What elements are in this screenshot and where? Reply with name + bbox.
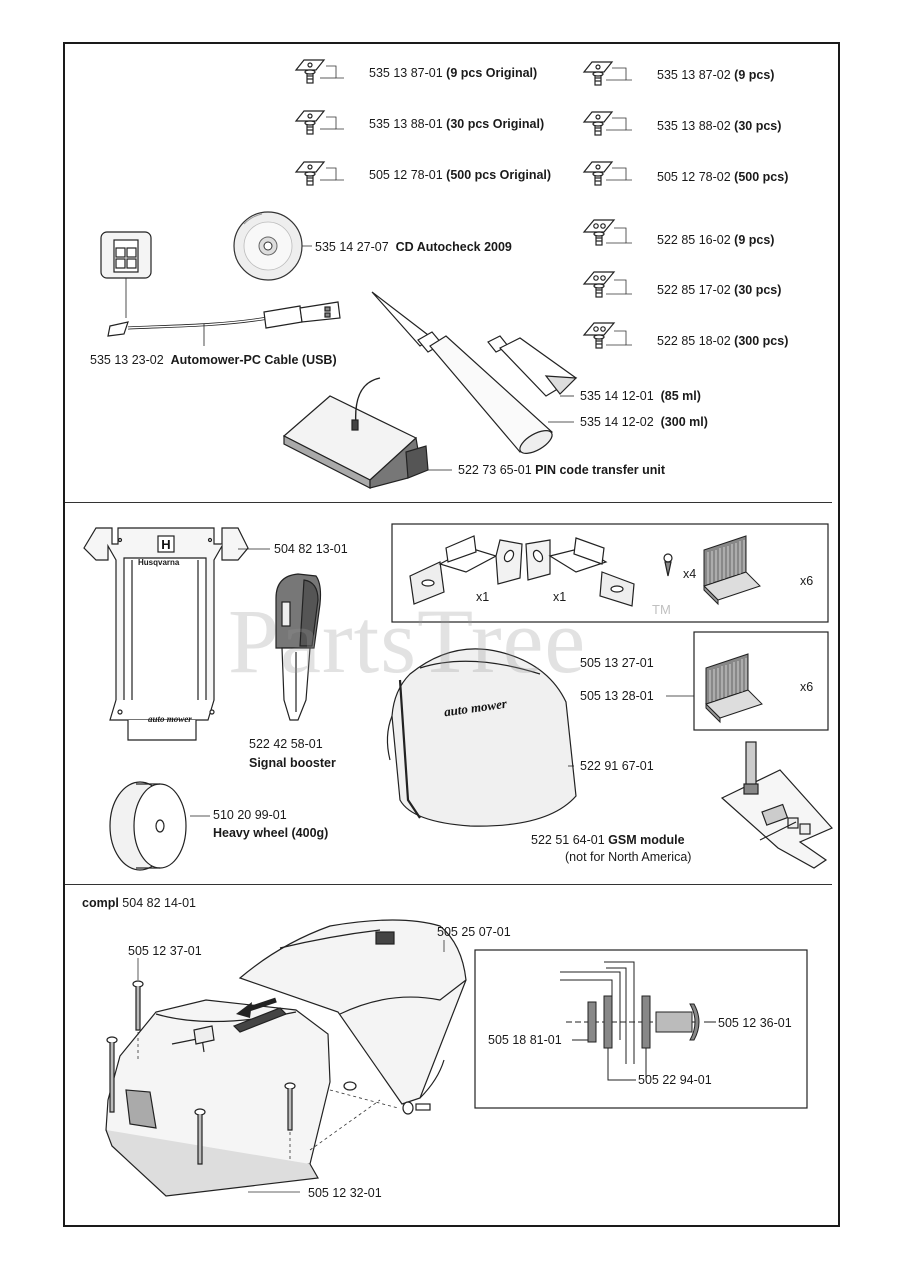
label-535-13-88-02: 535 13 88-02 (30 pcs) xyxy=(657,119,782,133)
section-divider-1 xyxy=(65,502,832,503)
label-cd-autocheck: 535 14 27-07 CD Autocheck 2009 xyxy=(315,240,512,254)
label-505-12-78-02: 505 12 78-02 (500 pcs) xyxy=(657,170,789,184)
label-heavy-wheel: Heavy wheel (400g) xyxy=(213,826,329,840)
label-grease-300ml: 535 14 12-02 (300 ml) xyxy=(580,415,708,429)
label-wall-hanger: 504 82 13-01 xyxy=(274,542,348,556)
label-bag: 522 91 67-01 xyxy=(580,759,654,773)
label-screw-36: 505 12 36-01 xyxy=(718,1016,792,1030)
label-gsm-note: (not for North America) xyxy=(565,850,692,864)
diagram-frame xyxy=(63,42,840,1227)
label-base: 505 12 32-01 xyxy=(308,1186,382,1200)
label-pin-unit: 522 73 65-01 PIN code transfer unit xyxy=(458,463,666,477)
qty-clip-left: x1 xyxy=(476,590,490,604)
grease-tubes-drawing xyxy=(371,291,578,454)
qty-clip-right: x1 xyxy=(553,590,567,604)
hinge-detail-drawing xyxy=(560,961,716,1081)
label-screw-37: 505 12 37-01 xyxy=(128,944,202,958)
garage-screws-drawing xyxy=(106,980,431,1165)
label-522-85-16-02: 522 85 16-02 (9 pcs) xyxy=(657,233,775,247)
label-gsm: 522 51 64-01 GSM module xyxy=(531,833,685,847)
signal-booster-drawing xyxy=(275,573,322,721)
label-505-12-78-01: 505 12 78-01 (500 pcs Original) xyxy=(369,168,552,182)
label-535-13-88-01: 535 13 88-01 (30 pcs Original) xyxy=(369,117,545,131)
label-heavy-wheel-num: 510 20 99-01 xyxy=(213,808,287,822)
usb-cable-drawing xyxy=(100,231,341,346)
label-garage-compl: compl 504 82 14-01 xyxy=(82,896,196,910)
bag-drawing: auto mower xyxy=(386,648,577,827)
label-brush: 505 13 28-01 xyxy=(580,689,654,703)
cd-drawing xyxy=(233,211,312,281)
wall-hanger-drawing: H xyxy=(83,527,270,741)
heavy-wheel-drawing xyxy=(109,781,210,871)
label-522-85-18-02: 522 85 18-02 (300 pcs) xyxy=(657,334,789,348)
label-signal-booster: Signal booster xyxy=(249,756,336,770)
pin-unit-drawing xyxy=(282,377,452,489)
svg-text:H: H xyxy=(161,537,170,552)
label-535-13-87-01: 535 13 87-01 (9 pcs Original) xyxy=(369,66,538,80)
gsm-module-drawing xyxy=(720,741,834,869)
hanger-brand-logo: Husqvarna xyxy=(138,558,180,567)
garage-roof-drawing xyxy=(105,919,467,1197)
label-signal-booster-num: 522 42 58-01 xyxy=(249,737,323,751)
hanger-brand-text: auto mower xyxy=(148,714,192,724)
qty-brushes: x6 xyxy=(800,680,814,694)
section-divider-2 xyxy=(65,884,832,885)
label-522-85-17-02: 522 85 17-02 (30 pcs) xyxy=(657,283,782,297)
label-grease-85ml: 535 14 12-01 (85 ml) xyxy=(580,389,701,403)
watermark-tm: TM xyxy=(652,602,671,617)
label-washer-81: 505 18 81-01 xyxy=(488,1033,562,1047)
qty-screws: x4 xyxy=(683,567,697,581)
label-usb-cable: 535 13 23-02 Automower-PC Cable (USB) xyxy=(90,353,337,367)
clips-drawing xyxy=(409,535,673,607)
label-roof: 505 25 07-01 xyxy=(437,925,511,939)
qty-brushes-kit: x6 xyxy=(800,574,814,588)
label-brush-kit: 505 13 27-01 xyxy=(580,656,654,670)
watermark: PartsTree xyxy=(228,590,587,692)
label-washer-94: 505 22 94-01 xyxy=(638,1073,712,1087)
label-535-13-87-02: 535 13 87-02 (9 pcs) xyxy=(657,68,775,82)
